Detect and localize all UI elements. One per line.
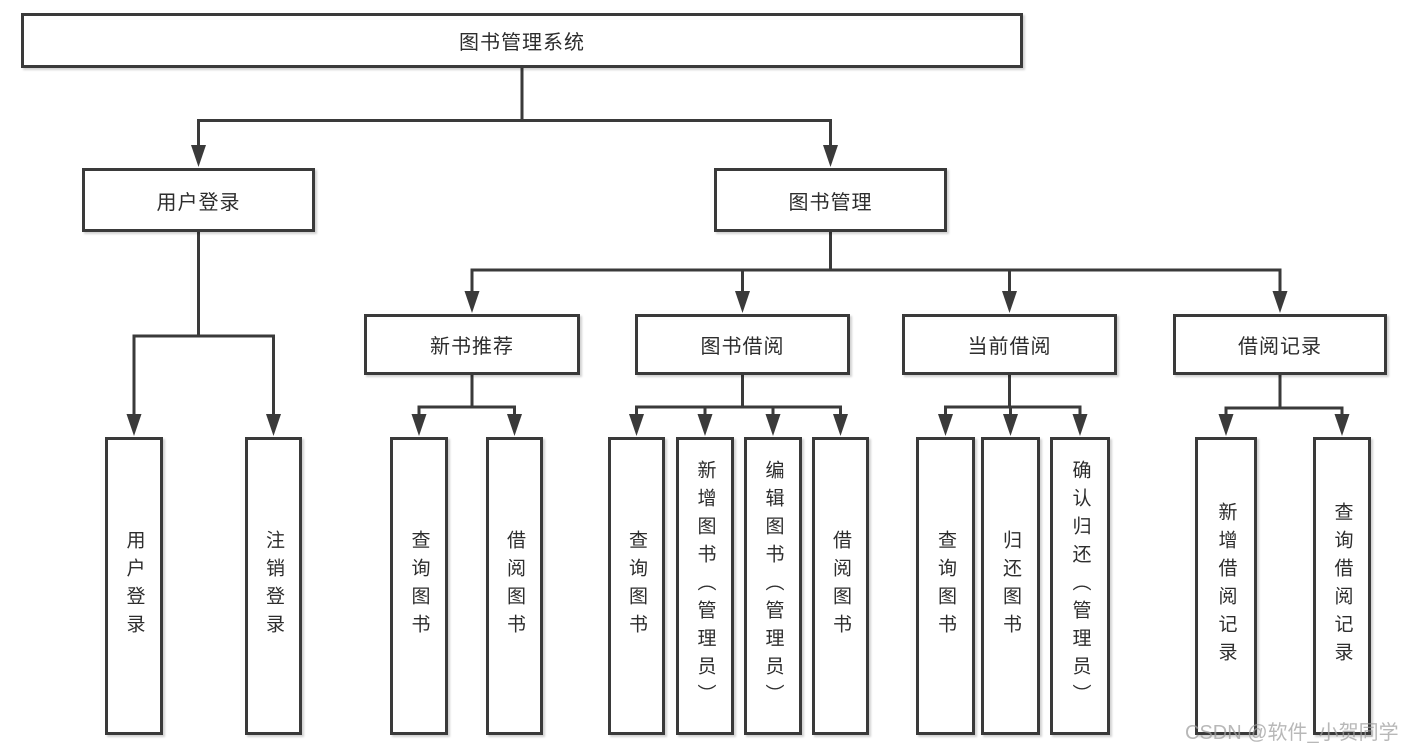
arrowheads bbox=[126, 145, 1350, 436]
node-label: 编辑图书（管理员） bbox=[762, 460, 784, 712]
node-logout: 注销登录 bbox=[245, 437, 302, 735]
node-label: 当前借阅 bbox=[967, 336, 1052, 358]
node-label: 确认归还（管理员） bbox=[1069, 460, 1091, 712]
node-query-books-current: 查询图书 bbox=[916, 437, 975, 735]
node-label: 新增图书（管理员） bbox=[694, 460, 716, 712]
node-book-borrowing: 图书借阅 bbox=[635, 314, 850, 375]
node-label: 用户登录 bbox=[123, 530, 145, 642]
node-new-book-recommendation: 新书推荐 bbox=[364, 314, 580, 375]
node-user-login: 用户登录 bbox=[105, 437, 163, 735]
node-add-borrow-record: 新增借阅记录 bbox=[1195, 437, 1257, 735]
node-label: 用户登录 bbox=[156, 191, 241, 214]
node-return-books: 归还图书 bbox=[981, 437, 1040, 735]
node-label: 图书管理系统 bbox=[459, 32, 585, 54]
node-book-management-system: 图书管理系统 bbox=[21, 13, 1023, 68]
node-confirm-return-admin: 确认归还（管理员） bbox=[1050, 437, 1110, 735]
node-borrow-books-recommend: 借阅图书 bbox=[486, 437, 543, 735]
node-label: 查询图书 bbox=[408, 530, 430, 642]
node-query-books: 查询图书 bbox=[608, 437, 665, 735]
node-edit-books-admin: 编辑图书（管理员） bbox=[744, 437, 802, 735]
node-label: 借阅图书 bbox=[504, 530, 525, 642]
node-borrow-books: 借阅图书 bbox=[812, 437, 869, 735]
node-label: 查询借阅记录 bbox=[1331, 502, 1353, 670]
node-label: 借阅图书 bbox=[830, 530, 851, 642]
csdn-watermark: CSDN @软件_小贺同学 bbox=[1185, 722, 1399, 744]
node-borrowing-records: 借阅记录 bbox=[1173, 314, 1387, 375]
node-label: 新书推荐 bbox=[430, 336, 514, 358]
node-add-books-admin: 新增图书（管理员） bbox=[676, 437, 734, 735]
node-label: 查询图书 bbox=[935, 530, 956, 642]
node-label: 图书管理 bbox=[788, 191, 873, 214]
node-label: 新增借阅记录 bbox=[1215, 502, 1237, 670]
node-label: 查询图书 bbox=[626, 530, 647, 642]
node-label: 借阅记录 bbox=[1238, 336, 1322, 358]
node-user-login-group: 用户登录 bbox=[82, 168, 315, 232]
node-book-management: 图书管理 bbox=[714, 168, 947, 232]
node-current-borrowing: 当前借阅 bbox=[902, 314, 1117, 375]
node-query-borrow-record: 查询借阅记录 bbox=[1313, 437, 1371, 735]
node-label: 归还图书 bbox=[1000, 530, 1021, 642]
node-query-books-recommend: 查询图书 bbox=[390, 437, 448, 735]
node-label: 图书借阅 bbox=[700, 336, 785, 358]
node-label: 注销登录 bbox=[263, 530, 284, 642]
